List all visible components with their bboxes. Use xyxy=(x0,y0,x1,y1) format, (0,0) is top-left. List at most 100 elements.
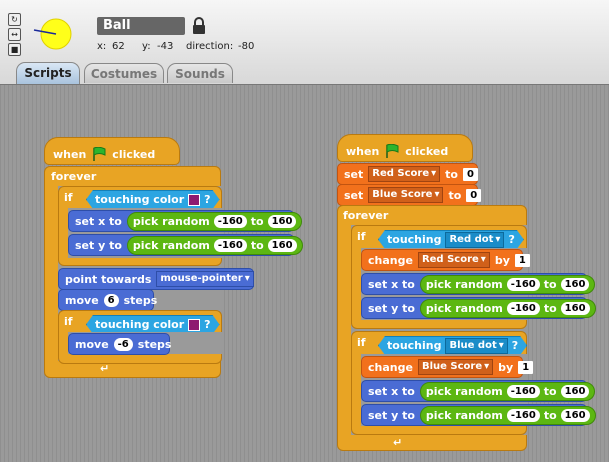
variable-name: Blue Score xyxy=(372,189,433,200)
pick-random-label: pick random xyxy=(425,277,503,291)
target-dropdown[interactable]: mouse-pointer▾ xyxy=(156,271,254,287)
green-flag-icon xyxy=(386,144,399,158)
no-rotate-icon[interactable]: ■ xyxy=(8,43,21,56)
random-max-input[interactable]: 160 xyxy=(560,277,590,291)
sprite-name: Red dot xyxy=(449,233,494,245)
set-label: set xyxy=(344,188,364,202)
touching-color-label: touching color xyxy=(95,318,185,331)
variable-name: Red Score xyxy=(421,254,479,265)
change-variable-block[interactable]: change Blue Score▾ by 1 xyxy=(361,356,534,378)
touching-color-condition[interactable]: touching color? xyxy=(86,313,220,334)
steps-label: steps xyxy=(137,337,172,351)
set-variable-block[interactable]: set Red Score▾ to 0 xyxy=(337,163,478,185)
change-variable-block[interactable]: change Red Score▾ by 1 xyxy=(361,249,530,271)
when-flag-clicked-block[interactable]: when clicked xyxy=(44,137,180,165)
point-towards-label: point towards xyxy=(65,272,152,286)
target-value: mouse-pointer xyxy=(160,273,243,284)
hat-when-label: when xyxy=(346,144,380,158)
random-max-input[interactable]: 160 xyxy=(560,384,590,398)
to-label: to xyxy=(448,188,462,202)
if-label: if xyxy=(357,335,366,349)
direction-label: direction: xyxy=(186,41,234,52)
random-min-input[interactable]: -160 xyxy=(506,384,540,398)
sprite-name-field[interactable]: Ball xyxy=(97,17,185,35)
point-towards-block[interactable]: point towards mouse-pointer▾ xyxy=(58,268,254,290)
sprite-thumbnail-icon xyxy=(33,18,72,50)
rotate-all-around-icon[interactable]: ↻ xyxy=(8,13,21,26)
variable-dropdown[interactable]: Red Score▾ xyxy=(368,166,441,182)
variable-name: Red Score xyxy=(372,168,430,179)
forever-label: forever xyxy=(343,208,389,222)
y-coord-value: -43 xyxy=(157,41,174,52)
touching-color-label: touching color xyxy=(95,193,185,206)
set-value-input[interactable]: 0 xyxy=(462,167,478,181)
set-value-input[interactable]: 0 xyxy=(466,188,482,202)
tab-costumes[interactable]: Costumes xyxy=(84,63,164,83)
move-block[interactable]: move -6 steps xyxy=(68,333,172,355)
forever-label: forever xyxy=(51,169,97,183)
touching-color-condition[interactable]: touching color? xyxy=(86,188,220,209)
random-min-input[interactable]: -160 xyxy=(506,277,540,291)
left-right-flip-icon[interactable]: ↔ xyxy=(8,28,21,41)
pick-random-label: pick random xyxy=(132,214,210,228)
variable-dropdown[interactable]: Red Score▾ xyxy=(417,252,490,268)
color-swatch[interactable] xyxy=(188,194,200,206)
tab-scripts[interactable]: Scripts xyxy=(16,62,80,84)
lock-icon[interactable] xyxy=(192,17,206,35)
when-flag-clicked-block[interactable]: when clicked xyxy=(337,134,473,162)
random-min-input[interactable]: -160 xyxy=(506,408,540,422)
variable-dropdown[interactable]: Blue Score▾ xyxy=(368,187,444,203)
to-label: to xyxy=(250,238,264,252)
sprite-dropdown[interactable]: Blue dot▾ xyxy=(445,338,507,354)
tab-sounds[interactable]: Sounds xyxy=(167,63,233,83)
change-label: change xyxy=(368,253,413,267)
hat-when-label: when xyxy=(53,147,87,161)
variable-dropdown[interactable]: Blue Score▾ xyxy=(417,359,494,375)
random-min-input[interactable]: -160 xyxy=(213,214,247,228)
loop-arrow-icon: ↵ xyxy=(100,362,110,375)
touching-label: touching xyxy=(387,233,442,246)
set-y-label: set y to xyxy=(368,301,415,315)
move-steps-input[interactable]: 6 xyxy=(103,293,119,307)
random-max-input[interactable]: 160 xyxy=(560,408,590,422)
color-swatch[interactable] xyxy=(188,319,200,331)
random-min-input[interactable]: -160 xyxy=(506,301,540,315)
to-label: to xyxy=(543,408,557,422)
random-max-input[interactable]: 160 xyxy=(267,238,297,252)
random-min-input[interactable]: -160 xyxy=(213,238,247,252)
set-y-label: set y to xyxy=(368,408,415,422)
direction-value: -80 xyxy=(238,41,255,52)
change-value-input[interactable]: 1 xyxy=(514,253,530,267)
hat-clicked-label: clicked xyxy=(112,147,156,161)
change-value-input[interactable]: 1 xyxy=(518,360,534,374)
if-label: if xyxy=(357,229,366,243)
sprite-info-bar: ↻ ↔ ■ Ball x: 62 y: -43 direction: -80 S… xyxy=(0,0,609,85)
random-max-input[interactable]: 160 xyxy=(560,301,590,315)
pick-random-label: pick random xyxy=(425,301,503,315)
question-mark: ? xyxy=(511,339,519,352)
loop-arrow-icon: ↵ xyxy=(393,436,403,449)
if-label: if xyxy=(64,190,73,204)
sprite-dropdown[interactable]: Red dot▾ xyxy=(445,232,504,248)
to-label: to xyxy=(543,384,557,398)
random-max-input[interactable]: 160 xyxy=(267,214,297,228)
pick-random-label: pick random xyxy=(132,238,210,252)
move-steps-input[interactable]: -6 xyxy=(113,337,133,351)
set-variable-block[interactable]: set Blue Score▾ to 0 xyxy=(337,184,482,206)
move-label: move xyxy=(75,337,109,351)
